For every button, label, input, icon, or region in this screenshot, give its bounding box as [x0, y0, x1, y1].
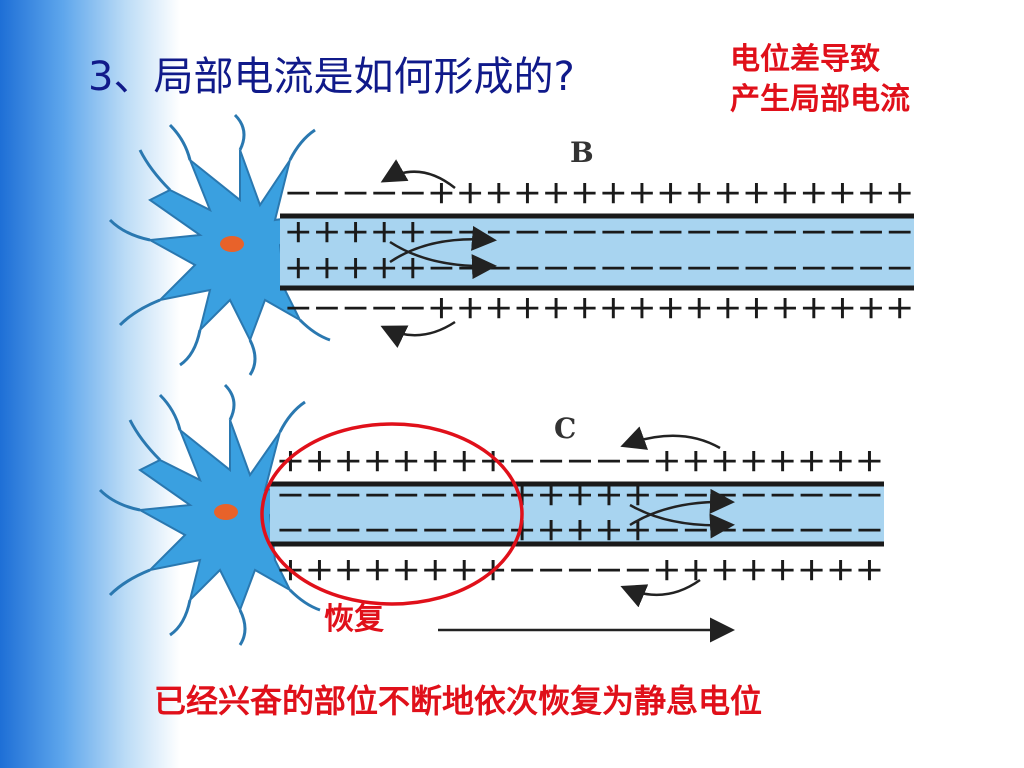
b-inner-top-charges: ＋＋＋＋＋－－－－－－－－－－－－－－－－－ [284, 219, 914, 249]
b-outer-top-charges: －－－－－＋＋＋＋＋＋＋＋＋＋＋＋＋＋＋＋＋ [284, 180, 914, 210]
neuron-b-body [108, 113, 331, 376]
nucleus-b [220, 236, 244, 252]
c-inner-arrow-2 [629, 503, 735, 539]
panel-c-label: C [554, 412, 576, 445]
panel-c: C ＋＋＋＋＋＋＋＋－－－－－＋＋＋＋＋＋＋＋ －－－－－－－－＋＋＋＋＋－－－… [98, 383, 884, 646]
c-inner-bottom-charges: －－－－－－－－＋＋＋＋＋－－－－－－－－ [276, 517, 884, 547]
b-current-arrow-top [380, 159, 456, 189]
c-inner-arrow-1 [629, 488, 735, 527]
note-line-1: 电位差导致 [730, 42, 880, 77]
b-inner-arrow-2 [389, 240, 497, 280]
note-recover: 恢复 [324, 602, 384, 637]
c-outer-top-charges: ＋＋＋＋＋＋＋＋－－－－－＋＋＋＋＋＋＋＋ [276, 448, 884, 478]
nucleus-c [214, 504, 238, 520]
c-current-arrow-top [620, 426, 721, 450]
c-outer-bottom-charges: ＋＋＋＋＋＋＋＋－－－－－＋＋＋＋＋＋＋＋ [276, 557, 884, 587]
slide-title: 3、局部电流是如何形成的? [88, 54, 575, 100]
c-current-arrow-bottom [620, 578, 701, 608]
recovered-region-highlight [260, 422, 524, 606]
b-outer-bottom-charges: －－－－－＋＋＋＋＋＋＋＋＋＋＋＋＋＋＋＋＋ [284, 295, 914, 325]
b-inner-bottom-charges: ＋＋＋＋＋－－－－－－－－－－－－－－－－－ [284, 255, 914, 285]
panel-b: B －－－－－＋＋＋＋＋＋＋＋＋＋＋＋＋＋＋＋＋ ＋＋＋＋＋－－－－－－－－－－… [108, 113, 914, 376]
b-current-arrow-bottom [380, 320, 456, 348]
note-bottom: 已经兴奋的部位不断地依次恢复为静息电位 [154, 682, 763, 720]
decorative-background [0, 0, 180, 768]
neuron-c-body [98, 383, 321, 646]
axon-b [280, 216, 914, 288]
note-potential-difference: 电位差导致 产生局部电流 [730, 40, 910, 120]
panel-b-label: B [570, 136, 594, 169]
axon-c [270, 484, 884, 544]
c-inner-top-charges: －－－－－－－－＋＋＋＋＋－－－－－－－－ [276, 482, 884, 512]
note-line-2: 产生局部电流 [730, 82, 910, 117]
b-inner-arrow-1 [389, 225, 497, 264]
